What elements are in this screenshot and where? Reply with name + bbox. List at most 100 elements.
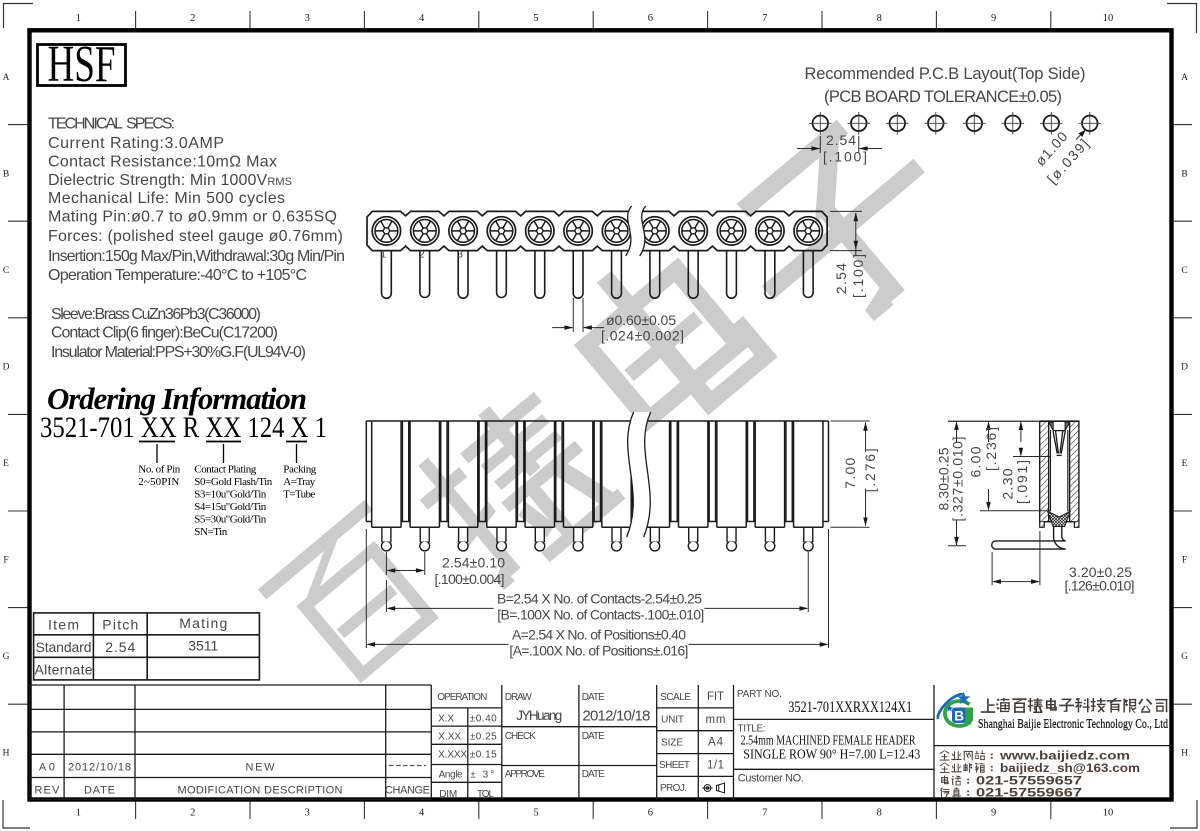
- svg-text:DATE: DATE: [84, 785, 115, 797]
- svg-text:021-57559657: 021-57559657: [976, 776, 1082, 788]
- svg-text:G: G: [3, 652, 10, 662]
- svg-text:Shanghai Baijie Electronic Tec: Shanghai Baijie Electronic Technology Co…: [978, 717, 1169, 731]
- svg-text:1: 1: [76, 13, 81, 24]
- svg-text:Shanghai Baijie Electronic Tec: Shanghai Baijie Electronic Technology Co…: [978, 717, 1169, 731]
- svg-text:baijiedz_sh@163.com: baijiedz_sh@163.com: [1000, 763, 1140, 775]
- svg-text:Item: Item: [48, 617, 79, 633]
- svg-text:SIZE: SIZE: [661, 737, 683, 748]
- svg-text:3521-701 XX R XX 124 X 1: 3521-701 XX R XX 124 X 1: [40, 411, 327, 444]
- svg-text:MODIFICATION DESCRIPTION: MODIFICATION DESCRIPTION: [178, 785, 343, 797]
- svg-text:Operation Temperature:-40°C to: Operation Temperature:-40°C to +105°C: [48, 267, 307, 284]
- svg-text:±0.40: ±0.40: [470, 713, 497, 724]
- svg-text:A: A: [1181, 73, 1188, 83]
- svg-text:DATE: DATE: [582, 692, 605, 703]
- svg-text:C: C: [3, 266, 9, 276]
- svg-text:4: 4: [419, 13, 425, 24]
- svg-text:No. of Pin: No. of Pin: [138, 464, 181, 476]
- svg-text:6.00: 6.00: [968, 446, 984, 477]
- svg-text:2012/10/18: 2012/10/18: [68, 762, 131, 774]
- svg-text:10: 10: [1103, 13, 1114, 24]
- svg-text:Insertion:150g Max/Pin,Withdra: Insertion:150g Max/Pin,Withdrawal:30g Mi…: [48, 248, 345, 265]
- svg-text:A4: A4: [708, 737, 724, 749]
- svg-text:SHEET: SHEET: [659, 760, 690, 771]
- svg-text:A: A: [3, 73, 10, 83]
- svg-text:±0.15: ±0.15: [470, 750, 497, 761]
- svg-text:[.236]: [.236]: [983, 427, 999, 471]
- svg-text:S4=15u"Gold/Tin: S4=15u"Gold/Tin: [194, 501, 266, 513]
- svg-text:[.100±0.004]: [.100±0.004]: [435, 571, 505, 587]
- svg-text:Alternate: Alternate: [35, 662, 93, 678]
- svg-text:[.024±0.002]: [.024±0.002]: [601, 328, 684, 344]
- svg-text:9: 9: [991, 808, 996, 819]
- svg-text:± 3°: ± 3°: [470, 769, 494, 780]
- svg-text:2: 2: [419, 250, 425, 261]
- svg-text:E: E: [1182, 459, 1188, 469]
- svg-text:2: 2: [190, 808, 195, 819]
- svg-text:2.54: 2.54: [826, 132, 856, 148]
- svg-text:[B=.100X No. of Contacts-.100±: [B=.100X No. of Contacts-.100±.010]: [497, 607, 704, 623]
- svg-text:OPERATION: OPERATION: [437, 692, 487, 703]
- svg-text:5: 5: [533, 808, 538, 819]
- svg-text:2~50PIN: 2~50PIN: [138, 476, 179, 488]
- svg-text:DRAW: DRAW: [505, 692, 533, 703]
- svg-text:CHECK: CHECK: [505, 731, 536, 742]
- svg-text:8.30±0.25: 8.30±0.25: [936, 447, 952, 510]
- svg-text:HSF: HSF: [48, 36, 116, 93]
- svg-text:6: 6: [648, 808, 653, 819]
- svg-text:SN=Tin: SN=Tin: [194, 526, 228, 538]
- svg-text:Standard: Standard: [36, 639, 92, 655]
- svg-text:B: B: [1181, 170, 1187, 180]
- svg-text:Insulator Material:PPS+30%G.F(: Insulator Material:PPS+30%G.F(UL94V-0): [51, 344, 306, 361]
- svg-text:10: 10: [1103, 808, 1114, 819]
- svg-text:3.20±0.25: 3.20±0.25: [1069, 564, 1132, 580]
- svg-text:Mating: Mating: [179, 615, 227, 631]
- svg-text:021-57559667: 021-57559667: [976, 788, 1082, 800]
- svg-text:[.091]: [.091]: [1014, 460, 1030, 504]
- svg-text:G: G: [1181, 652, 1188, 662]
- svg-text:B: B: [954, 709, 964, 724]
- svg-text:Ordering Information: Ordering Information: [47, 381, 307, 416]
- svg-text:T=Tube: T=Tube: [283, 489, 315, 501]
- svg-text:[.100]: [.100]: [850, 254, 866, 298]
- svg-text:Recommended P.C.B Layout(Top S: Recommended P.C.B Layout(Top Side): [805, 65, 1086, 83]
- svg-text:mm: mm: [706, 714, 726, 726]
- svg-text:CHANGE: CHANGE: [385, 785, 430, 797]
- svg-text:B=2.54 X No. of Contacts-2.54±: B=2.54 X No. of Contacts-2.54±0.25: [497, 591, 702, 607]
- svg-text:X.XXX: X.XXX: [438, 750, 467, 761]
- svg-text:2: 2: [190, 13, 195, 24]
- svg-text:3: 3: [305, 808, 310, 819]
- svg-text:Customer NO.: Customer NO.: [738, 773, 804, 785]
- svg-text:S0=Gold Flash/Tin: S0=Gold Flash/Tin: [194, 476, 272, 488]
- svg-text:A=2.54 X No. of Positions±0.40: A=2.54 X No. of Positions±0.40: [512, 627, 686, 643]
- svg-text:6: 6: [648, 13, 653, 24]
- svg-text:D: D: [3, 363, 10, 373]
- svg-text:2.54: 2.54: [833, 263, 849, 294]
- svg-text:9: 9: [991, 13, 996, 24]
- svg-text:Mating Pin:ø0.7 to ø0.9mm or 0: Mating Pin:ø0.7 to ø0.9mm or 0.635SQ: [48, 209, 337, 226]
- svg-text:Pitch: Pitch: [102, 617, 138, 633]
- svg-text:ø0.60±0.05: ø0.60±0.05: [606, 312, 676, 328]
- svg-text:DIM: DIM: [439, 789, 457, 800]
- svg-text:3511: 3511: [188, 638, 218, 654]
- svg-text:4: 4: [419, 808, 425, 819]
- svg-text:B: B: [3, 170, 9, 180]
- svg-text:A=Tray: A=Tray: [283, 476, 316, 488]
- svg-text:2.54±0.10: 2.54±0.10: [442, 555, 505, 571]
- svg-text:FIT: FIT: [707, 691, 724, 703]
- svg-text:Dielectric Strength: Min 1000V: Dielectric Strength: Min 1000VRMS: [48, 172, 292, 189]
- svg-text:H: H: [1181, 749, 1188, 759]
- svg-text:3: 3: [305, 13, 310, 24]
- svg-text:F: F: [1182, 556, 1187, 566]
- svg-text:3521-701XXRXX124X1: 3521-701XXRXX124X1: [788, 699, 912, 716]
- svg-text:[.327±0.010]: [.327±0.010]: [950, 437, 966, 522]
- svg-text:3: 3: [457, 250, 463, 261]
- svg-text:C: C: [1181, 266, 1187, 276]
- svg-text:REV: REV: [34, 785, 60, 797]
- svg-text:APPROVE: APPROVE: [505, 769, 545, 780]
- svg-text:www.baijiedz.com: www.baijiedz.com: [999, 751, 1130, 763]
- svg-text:(PCB BOARD TOLERANCE±0.05): (PCB BOARD TOLERANCE±0.05): [824, 88, 1062, 106]
- svg-text:F: F: [3, 556, 8, 566]
- svg-text:E: E: [3, 459, 9, 469]
- svg-text:1: 1: [76, 808, 81, 819]
- svg-text:±0.25: ±0.25: [470, 731, 497, 742]
